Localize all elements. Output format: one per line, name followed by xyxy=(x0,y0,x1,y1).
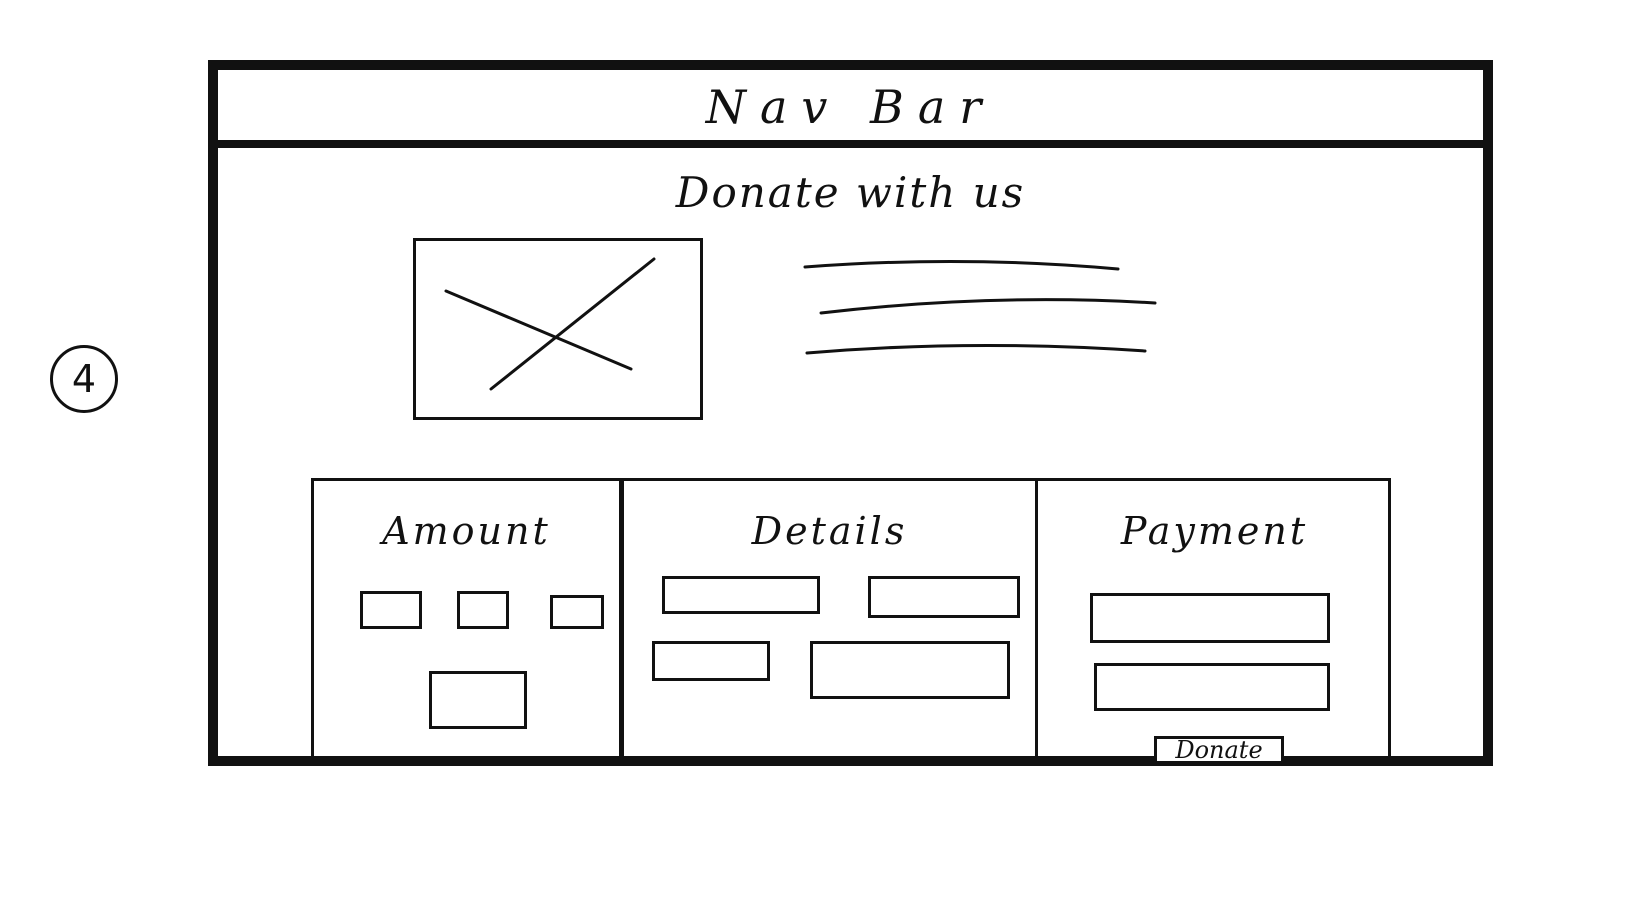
image-placeholder xyxy=(413,238,703,420)
text-placeholder-lines xyxy=(803,255,1163,365)
amount-heading: Amount xyxy=(382,509,551,553)
details-section: Details xyxy=(624,481,1038,766)
card-number-input[interactable] xyxy=(1090,593,1330,643)
payment-section: Payment Donate xyxy=(1038,481,1391,766)
placeholder-cross-icon xyxy=(444,257,656,391)
details-field-2[interactable] xyxy=(868,576,1020,618)
donation-form-panel: Amount Details Payment Donate xyxy=(311,478,1391,766)
nav-bar-label: Nav Bar xyxy=(705,80,996,134)
details-heading: Details xyxy=(751,509,908,553)
nav-bar[interactable]: Nav Bar xyxy=(218,70,1483,148)
amount-section: Amount xyxy=(314,481,624,766)
text-line-1 xyxy=(803,259,1120,271)
amount-option-1[interactable] xyxy=(360,591,422,629)
payment-heading: Payment xyxy=(1120,509,1309,553)
details-field-4[interactable] xyxy=(810,641,1010,699)
amount-option-2[interactable] xyxy=(457,591,509,629)
step-number: 4 xyxy=(71,357,97,401)
custom-amount-input[interactable] xyxy=(429,671,527,729)
step-number-badge: 4 xyxy=(50,345,118,413)
details-field-3[interactable] xyxy=(652,641,770,681)
details-field-1[interactable] xyxy=(662,576,820,614)
card-details-input[interactable] xyxy=(1094,663,1330,711)
donate-button[interactable]: Donate xyxy=(1154,736,1284,764)
text-line-2 xyxy=(819,298,1157,315)
text-line-3 xyxy=(805,343,1147,355)
amount-option-3[interactable] xyxy=(550,595,604,629)
page-title: Donate with us xyxy=(675,168,1026,217)
wireframe-frame: Nav Bar Donate with us Amount Details xyxy=(208,60,1493,766)
